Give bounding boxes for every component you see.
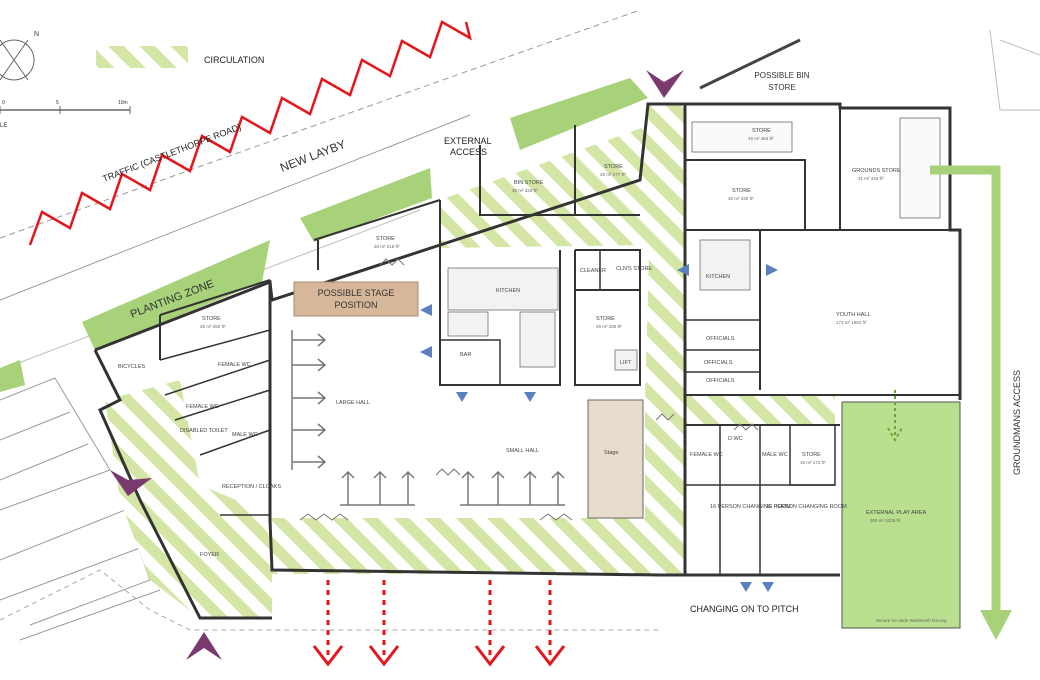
scale-end: 10m	[118, 100, 128, 106]
room-labels: STORE 20 m² 215 ft² BIN STORE 30 m² 323 …	[118, 128, 947, 623]
external-access-label-2: ACCESS	[450, 147, 487, 157]
room-d-wc: D WC	[728, 436, 743, 442]
room-changing-2: 16 PERSON CHANGING ROOM	[766, 504, 847, 510]
room-store-2-area: 26 m² 277 ft²	[600, 172, 626, 177]
lift-box	[614, 349, 638, 371]
bin-store-label-2: STORE	[768, 83, 795, 92]
circulation-youth	[685, 396, 835, 424]
planting-zones	[0, 78, 648, 392]
new-layby-label: NEW LAYBY	[278, 137, 348, 175]
room-kitchen-2: KITCHEN	[706, 274, 730, 280]
circulation-north	[440, 125, 650, 248]
room-bar: BAR	[460, 352, 471, 358]
traffic-zigzag	[28, 20, 472, 246]
room-lift: LIFT	[620, 360, 632, 366]
legend: CIRCULATION	[96, 46, 264, 68]
room-store-1-area: 20 m² 215 ft²	[374, 244, 400, 249]
circulation-east	[645, 104, 685, 575]
planting-zone-3	[510, 78, 648, 150]
groundsmans-access-label: GROUNDMANS ACCESS	[1012, 370, 1022, 475]
door-arrows	[420, 264, 778, 592]
north-compass: N	[0, 31, 39, 81]
room-reception: RECEPTION / CLOAKS	[222, 484, 281, 490]
room-store-5-area: 26 m² 280 ft²	[596, 324, 622, 329]
room-external-play: EXTERNAL PLAY AREA	[866, 510, 926, 516]
stage-floor	[587, 399, 644, 519]
access-marker-west	[110, 470, 152, 496]
external-access-label-1: EXTERNAL	[444, 136, 492, 146]
room-disabled-toilet: DISABLED TOILET	[180, 428, 228, 434]
room-store-5: STORE	[596, 316, 615, 322]
room-store-1: STORE	[376, 236, 395, 242]
room-youth-hall: YOUTH HALL	[836, 312, 871, 318]
bin-store-label-1: POSSIBLE BIN	[754, 71, 809, 80]
room-external-play-area: 300 m² 3228 ft²	[870, 518, 901, 523]
traffic-label: TRAFFIC (CASTLETHORPE ROAD)	[101, 122, 242, 184]
possible-stage-box	[293, 281, 419, 317]
possible-stage-label-1: POSSIBLE STAGE	[318, 288, 395, 298]
room-female-wc-2: FEMALE WC	[186, 404, 219, 410]
planting-zone-4	[0, 360, 25, 392]
external-play-area	[841, 401, 961, 629]
room-store-2: STORE	[604, 164, 623, 170]
room-officials-2: OFFICIALS	[704, 360, 733, 366]
room-store-6: STORE	[202, 316, 221, 322]
room-clns-store: CLN'S STORE	[616, 266, 652, 272]
planting-zone-1	[82, 240, 270, 350]
legend-swatch-circulation	[96, 46, 188, 68]
legend-label-circulation: CIRCULATION	[204, 55, 264, 65]
room-bicycles: BICYCLES	[118, 364, 146, 370]
room-store-3: STORE	[752, 128, 771, 134]
scale-word: LE	[0, 123, 7, 129]
room-fence-note: Secure 1m wide Weldmesh fencing	[876, 618, 947, 623]
room-stage: Stage	[604, 450, 618, 456]
access-markers	[110, 70, 684, 660]
circulation-foyer	[105, 380, 272, 620]
road-edges	[0, 9, 1040, 631]
room-store-7-area: 16 m² 172 ft²	[800, 460, 826, 465]
walls	[93, 102, 962, 620]
room-cleaner: CLEANER	[580, 268, 606, 274]
scale-mid: 5	[56, 100, 59, 106]
room-youth-hall-area: 173 m² 1862 ft²	[836, 320, 867, 325]
room-foyer: FOYER	[200, 552, 219, 558]
planting-zone-2	[300, 168, 432, 242]
circulation-areas	[105, 104, 835, 620]
room-large-hall: LARGE HALL	[336, 400, 370, 406]
room-kitchen: KITCHEN	[496, 288, 520, 294]
room-store-4-area: 40 m² 430 ft²	[728, 196, 754, 201]
play-area-access-arrow	[887, 390, 903, 442]
room-store-7: STORE	[802, 452, 821, 458]
groundsman-access-arrow	[930, 165, 1012, 640]
access-marker-south	[186, 632, 222, 660]
room-officials-1: OFFICIALS	[706, 336, 735, 342]
room-grounds-store-area: 31 m² 333 ft²	[858, 176, 884, 181]
room-male-wc-2: MALE WC	[762, 452, 788, 458]
room-store-6-area: 26 m² 282 ft²	[200, 324, 226, 329]
room-bin-store-area: 30 m² 323 ft²	[512, 188, 538, 193]
possible-stage-label-2: POSITION	[334, 300, 377, 310]
scale-start: 0	[2, 100, 5, 106]
room-bin-store: BIN STORE	[514, 180, 544, 186]
hall-arrows	[291, 330, 565, 506]
room-male-wc: MALE WC	[232, 432, 258, 438]
egress-arrows	[312, 580, 566, 667]
svg-text:N: N	[34, 31, 39, 38]
room-store-4: STORE	[732, 188, 751, 194]
changing-on-to-pitch-label: CHANGING ON TO PITCH	[690, 604, 799, 614]
room-small-hall: SMALL HALL	[506, 448, 539, 454]
kitchen-fittings	[447, 117, 941, 371]
room-officials-3: OFFICIALS	[706, 378, 735, 384]
room-changing-1: 16 PERSON CHANGING ROOM	[710, 504, 791, 510]
door-swings	[299, 258, 759, 521]
circulation-south	[270, 518, 660, 574]
room-grounds-store: GROUNDS STORE	[852, 168, 901, 174]
room-female-wc-3: FEMALE WC	[690, 452, 723, 458]
room-store-3-area: 45 m² 484 ft²	[748, 136, 774, 141]
access-marker-north	[646, 70, 684, 98]
scale-bar: LE 0 5 10m	[0, 100, 131, 129]
room-female-wc: FEMALE WC	[218, 362, 251, 368]
